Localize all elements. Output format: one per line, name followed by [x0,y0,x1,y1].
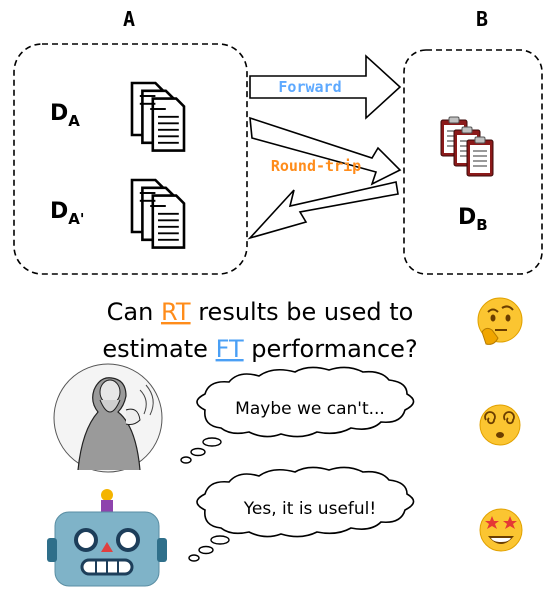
label-b: B [476,7,488,31]
doc-b-label: DB [458,205,488,234]
ft-link: FT [216,335,244,363]
doc-stack-a2-icon [130,178,186,249]
doc-stack-a-icon [130,81,186,152]
roundtrip-label: Round-trip [271,157,361,175]
scholar-portrait [53,363,163,473]
roundtrip-arrow-out [249,116,402,186]
question-line-1: Can RT results be used to [107,298,414,326]
target-box [403,49,543,275]
forward-arrow [249,54,402,120]
roundtrip-arrow-back [247,181,399,240]
question-line-2: estimate FT performance? [102,335,417,363]
robot-bubble-text: Yes, it is useful! [243,499,376,519]
robot-icon [47,489,167,587]
clipboard-stack-b-icon [440,116,494,177]
dizzy-face-icon [479,404,521,446]
forward-label: Forward [278,78,341,96]
human-bubble-text: Maybe we can't... [235,399,385,419]
label-a: A [123,7,135,31]
robot-thought-bubble: Yes, it is useful! [188,466,415,562]
human-thought-bubble: Maybe we can't... [180,366,415,464]
star-struck-face-icon [479,508,523,552]
thinking-face-icon [477,297,523,345]
source-box [13,43,248,275]
rt-link: RT [161,298,191,326]
doc-a-label: DA [50,101,80,130]
doc-a2-label: DA' [50,199,84,228]
